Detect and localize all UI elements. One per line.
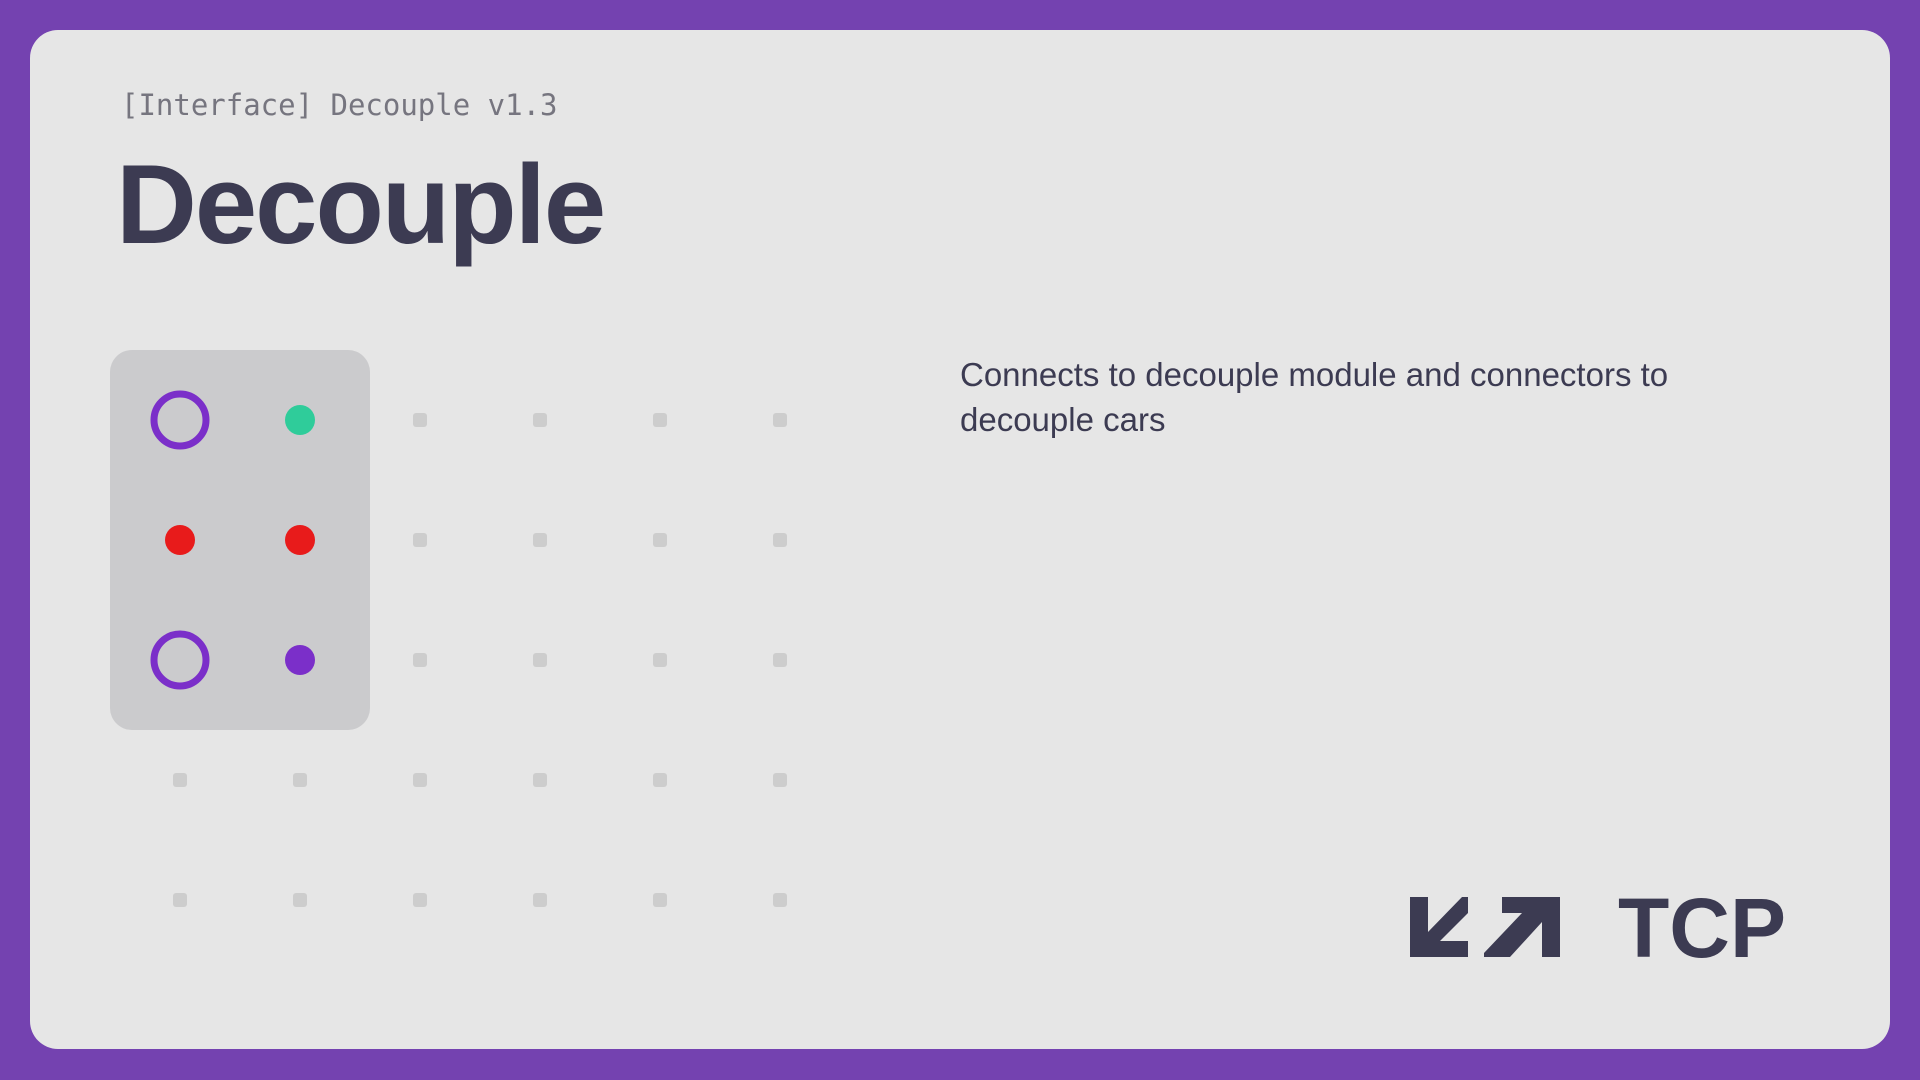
grid-dot xyxy=(653,413,667,427)
port-ring-bottom-left xyxy=(150,630,210,690)
grid-dot xyxy=(413,893,427,907)
grid-dot xyxy=(773,653,787,667)
grid-dot xyxy=(773,413,787,427)
port-ring-top-left xyxy=(150,390,210,450)
tcp-logo: TCP xyxy=(1410,897,1786,975)
grid-dot xyxy=(413,533,427,547)
grid-dot xyxy=(293,773,307,787)
grid-dot xyxy=(173,893,187,907)
grid-dot xyxy=(173,773,187,787)
grid-dot xyxy=(533,533,547,547)
grid-dot xyxy=(533,893,547,907)
page-subtitle: [Interface] Decouple v1.3 xyxy=(121,88,558,122)
grid-dot xyxy=(533,413,547,427)
grid-dot xyxy=(773,533,787,547)
page-title: Decouple xyxy=(116,142,606,267)
grid-dot xyxy=(773,893,787,907)
grid-dot xyxy=(413,653,427,667)
card: [Interface] Decouple v1.3 Decouple Conne… xyxy=(30,30,1890,1049)
port-dot-purple xyxy=(285,645,315,675)
module-panel xyxy=(110,350,370,730)
port-dot-red-left xyxy=(165,525,195,555)
port-dot-red-right xyxy=(285,525,315,555)
grid-dot xyxy=(533,653,547,667)
double-arrow-icon xyxy=(1410,897,1560,957)
grid-dot xyxy=(653,533,667,547)
grid-dot xyxy=(533,773,547,787)
grid-dot xyxy=(413,413,427,427)
grid-dot xyxy=(653,653,667,667)
grid-dot xyxy=(653,893,667,907)
grid-dot xyxy=(773,773,787,787)
grid-dot xyxy=(413,773,427,787)
grid-dot xyxy=(653,773,667,787)
description-text: Connects to decouple module and connecto… xyxy=(960,356,1669,438)
grid-dot xyxy=(293,893,307,907)
module-grid xyxy=(110,350,787,907)
port-dot-green xyxy=(285,405,315,435)
logo-text: TCP xyxy=(1618,897,1786,975)
